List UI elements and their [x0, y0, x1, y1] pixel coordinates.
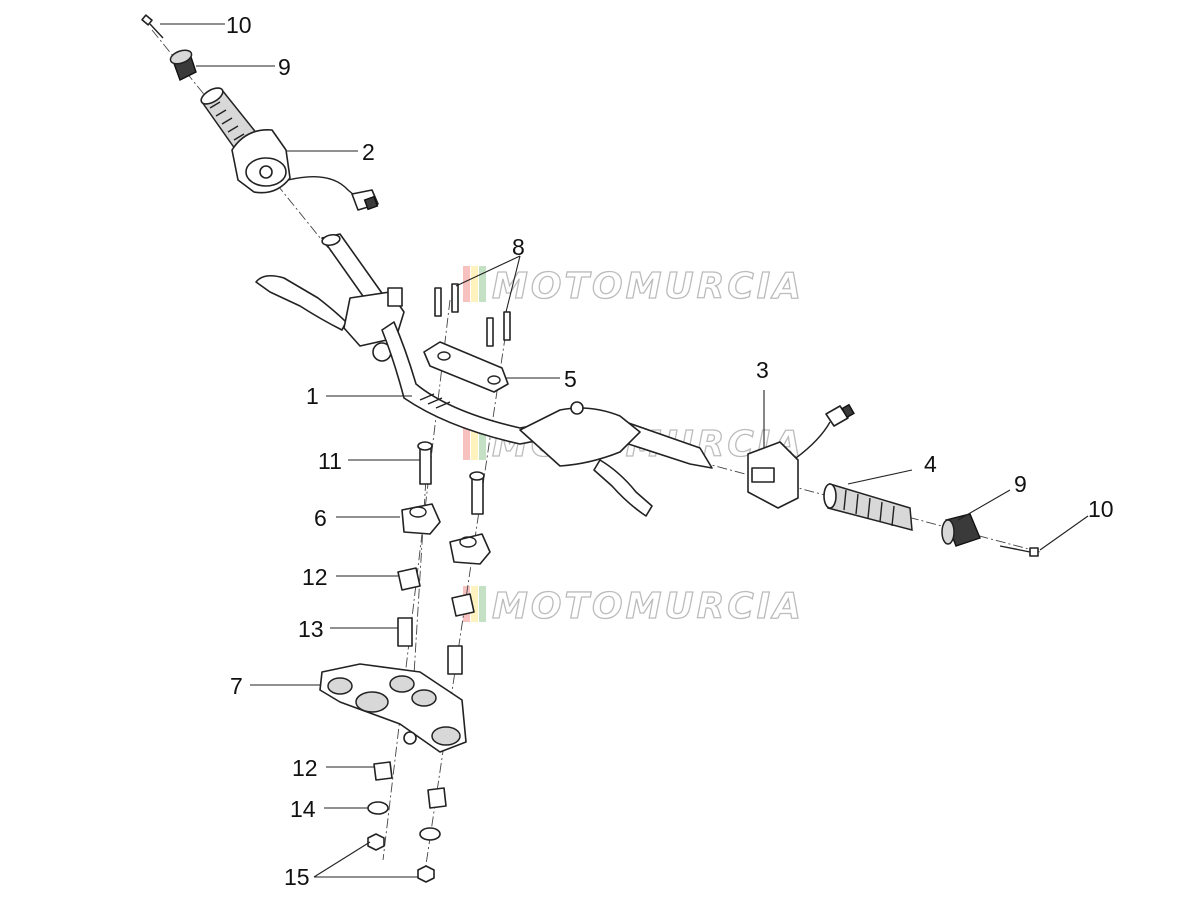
riser-bolts [417, 441, 485, 515]
callout-9-right: 9 [1014, 471, 1027, 497]
watermark-text: MOTOMURCIA [492, 586, 804, 627]
callout-2: 2 [362, 139, 375, 165]
left-bar-end-bolt [141, 14, 164, 39]
top-clamp [423, 341, 509, 393]
callout-7: 7 [230, 673, 243, 699]
leader-lines [160, 23, 1089, 878]
washers [367, 801, 441, 841]
callout-9-top-left: 9 [278, 54, 291, 80]
upper-bushings [397, 567, 475, 617]
right-bar-end-bolt [999, 545, 1039, 557]
callout-4: 4 [924, 451, 937, 477]
callout-14: 14 [290, 796, 316, 822]
callout-12-lower: 12 [292, 755, 318, 781]
callout-6: 6 [314, 505, 327, 531]
watermark-bottom: MOTOMURCIA [463, 585, 804, 628]
right-switch-assembly [747, 403, 855, 509]
right-bar-end-weight [941, 513, 981, 547]
callout-11: 11 [318, 448, 342, 474]
left-bar-end-weight [169, 49, 197, 81]
lower-bushings [373, 761, 447, 809]
spacers [397, 617, 463, 675]
left-lever-assembly [255, 233, 405, 362]
right-lever-assembly [519, 401, 653, 517]
risers [401, 503, 491, 565]
callout-3: 3 [756, 357, 769, 383]
watermark-text: MOTOMURCIA [492, 266, 804, 307]
callout-13: 13 [298, 616, 324, 642]
callout-15: 15 [284, 864, 310, 890]
callout-10-top-left: 10 [226, 12, 252, 38]
callout-5: 5 [564, 366, 577, 392]
nuts [367, 833, 435, 883]
callout-labels: 10 9 2 8 3 5 1 4 9 10 11 6 12 13 7 12 14… [226, 12, 1114, 890]
left-switch-assembly [231, 129, 379, 211]
clamp-bolts [434, 283, 511, 347]
right-grip [823, 483, 913, 531]
callout-8: 8 [512, 234, 525, 260]
callout-10-right: 10 [1088, 496, 1114, 522]
callout-1: 1 [306, 383, 319, 409]
triple-clamp [319, 663, 467, 753]
callout-12-upper: 12 [302, 564, 328, 590]
watermark-top: MOTOMURCIA [463, 265, 804, 308]
